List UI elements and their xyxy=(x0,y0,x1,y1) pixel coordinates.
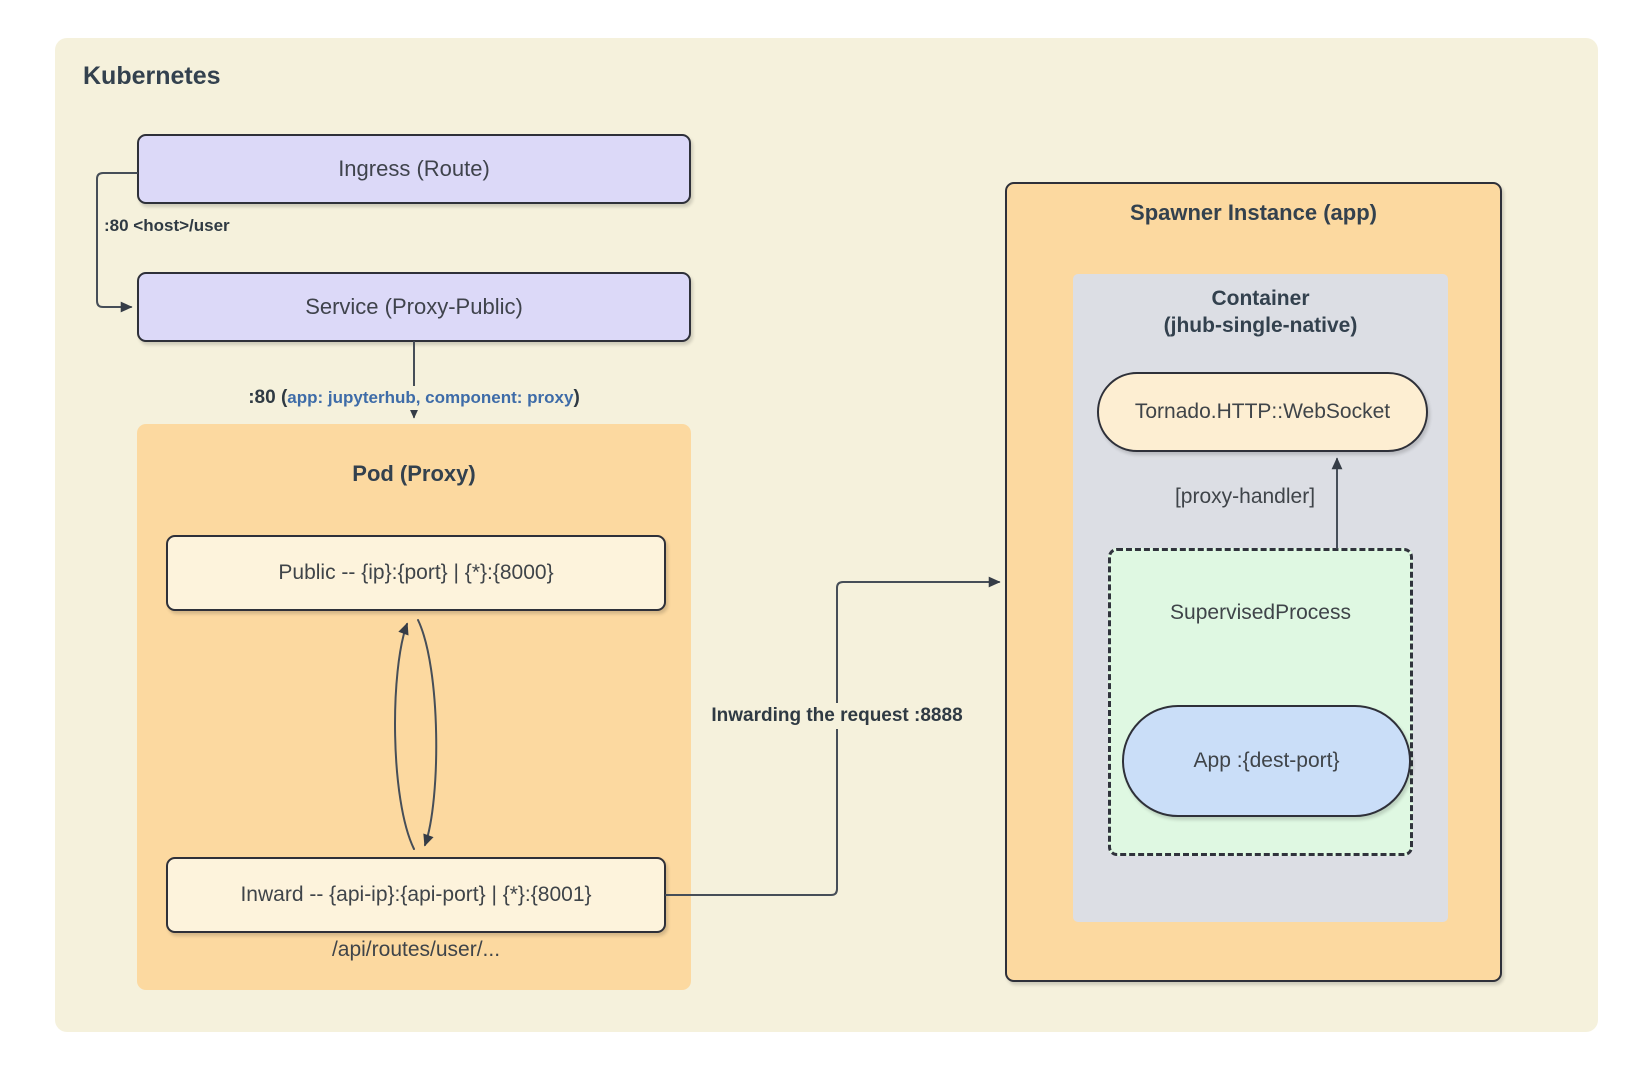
node-ingress: Ingress (Route) xyxy=(137,134,691,204)
pod-title: Pod (Proxy) xyxy=(352,461,476,486)
node-app-label: App :{dest-port} xyxy=(1193,749,1340,772)
node-inward-endpoint: Inward -- {api-ip}:{api-port} | {*}:{800… xyxy=(166,857,666,933)
node-ingress-label: Ingress (Route) xyxy=(338,156,490,181)
container-title: Container (jhub-single-native) xyxy=(1073,285,1448,339)
edge-label-host-user: :80 <host>/user xyxy=(104,216,230,235)
node-service-label: Service (Proxy-Public) xyxy=(305,294,523,319)
cluster-title: Kubernetes xyxy=(83,62,221,90)
edge-label-port-suffix: ) xyxy=(573,387,580,408)
supervised-process-title: SupervisedProcess xyxy=(1170,601,1351,624)
pod-footnote: /api/routes/user/... xyxy=(331,938,501,961)
edge-label-selector-text: app: jupyterhub, component: proxy xyxy=(287,388,574,407)
node-inward-label: Inward -- {api-ip}:{api-port} | {*}:{800… xyxy=(240,883,592,906)
node-public-label: Public -- {ip}:{port} | {*}:{8000} xyxy=(278,561,554,584)
edge-label-service-selector: :80 (app: jupyterhub, component: proxy) xyxy=(244,386,584,410)
edge-label-port-prefix: :80 ( xyxy=(248,387,288,408)
spawner-title: Spawner Instance (app) xyxy=(1130,200,1377,225)
container-title-line1: Container xyxy=(1211,287,1310,310)
node-tornado-label: Tornado.HTTP::WebSocket xyxy=(1134,400,1391,423)
container-title-line2: (jhub-single-native) xyxy=(1163,314,1358,337)
proxy-handler-label: [proxy-handler] xyxy=(1174,485,1316,508)
node-public-endpoint: Public -- {ip}:{port} | {*}:{8000} xyxy=(166,535,666,611)
edge-label-inwarding-request: Inwarding the request :8888 xyxy=(705,703,969,729)
node-service: Service (Proxy-Public) xyxy=(137,272,691,342)
node-app: App :{dest-port} xyxy=(1122,705,1411,817)
node-tornado-websocket: Tornado.HTTP::WebSocket xyxy=(1097,372,1428,452)
